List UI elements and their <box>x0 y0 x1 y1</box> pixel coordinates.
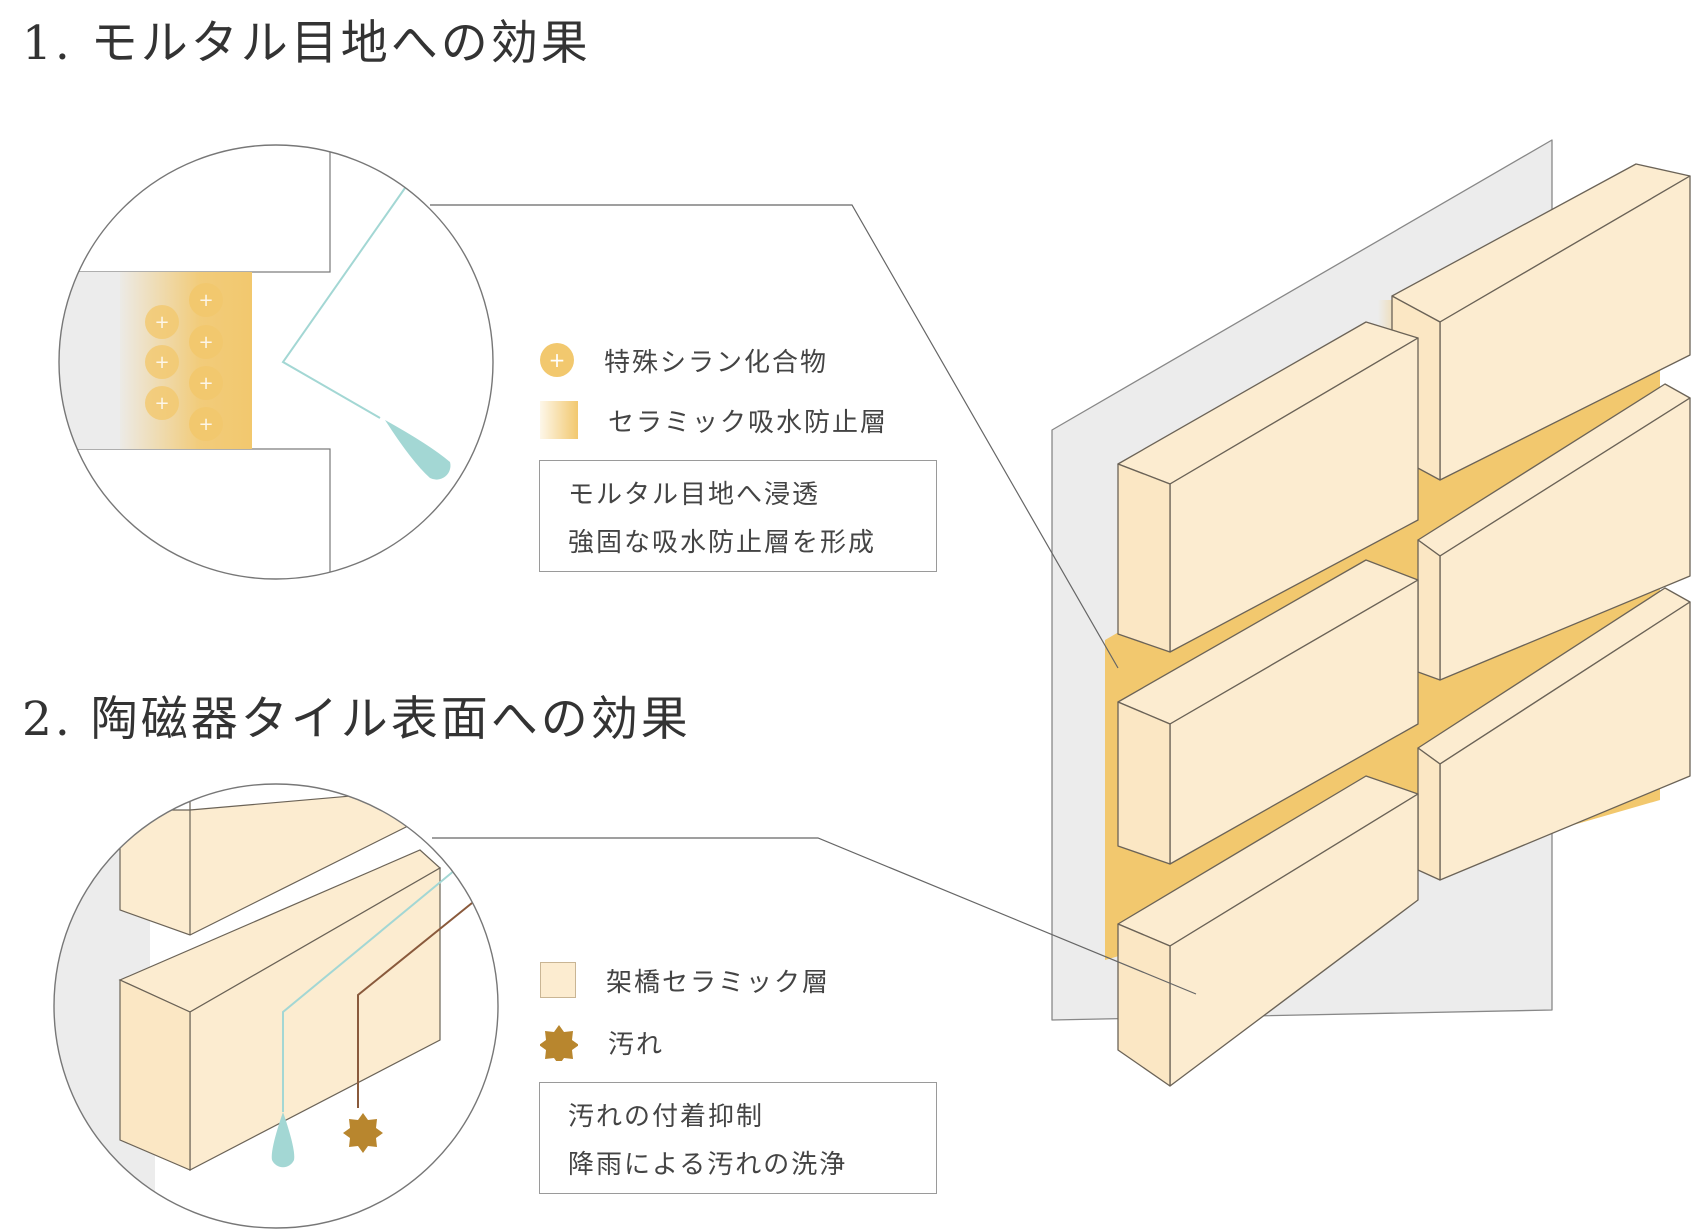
water-path-1 <box>281 187 406 419</box>
svg-text:+: + <box>198 290 213 311</box>
legend-label: 特殊シラン化合物 <box>604 347 829 378</box>
svg-text:+: + <box>154 352 169 373</box>
wall-illustration <box>1051 139 1691 1087</box>
legend-silane: + 特殊シラン化合物 <box>540 340 828 380</box>
connector-line-1 <box>430 204 1119 669</box>
note-box-1: モルタル目地へ浸透 強固な吸水防止層を形成 <box>539 460 937 572</box>
note-box-2: 汚れの付着抑制 降雨による汚れの洗浄 <box>539 1082 937 1194</box>
note-line: 強固な吸水防止層を形成 <box>568 528 877 558</box>
water-drop-icon <box>385 420 451 480</box>
legend-label: 架橋セラミック層 <box>606 967 831 998</box>
detail-circle-tile <box>54 784 498 1228</box>
note-line: 降雨による汚れの洗浄 <box>568 1150 848 1180</box>
silane-compound-icon: + <box>540 343 574 377</box>
tile-mid-right <box>1417 383 1691 681</box>
ceramic-layer-icon <box>540 962 576 998</box>
section-2-title: 2. 陶磁器タイル表面への効果 <box>22 692 691 747</box>
dirt-icon <box>343 1113 383 1153</box>
absorption-layer-icon <box>540 401 578 439</box>
legend-ceramic-layer: 架橋セラミック層 <box>540 960 830 1000</box>
legend-label: 汚れ <box>608 1029 665 1060</box>
note-line: モルタル目地へ浸透 <box>568 480 821 510</box>
dirt-icon <box>540 1023 578 1061</box>
tile-top-left <box>1117 321 1419 653</box>
svg-text:+: + <box>198 414 213 435</box>
svg-text:+: + <box>198 332 213 353</box>
water-drop-icon <box>271 1112 295 1168</box>
tile-low-right <box>1417 587 1691 881</box>
svg-text:+: + <box>198 373 213 394</box>
section-1-title: 1. モルタル目地への効果 <box>22 16 591 71</box>
note-line: 汚れの付着抑制 <box>568 1102 765 1132</box>
connector-line-2 <box>432 837 1197 995</box>
detail-circle-mortar: + + + + + + + <box>59 145 493 579</box>
legend-absorption-layer: セラミック吸水防止層 <box>540 400 888 440</box>
legend-label: セラミック吸水防止層 <box>608 407 889 438</box>
water-path-2 <box>282 869 456 1112</box>
tile-bottom-left <box>1117 775 1419 1087</box>
silane-particles <box>145 283 223 441</box>
legend-dirt: 汚れ <box>540 1022 664 1062</box>
dirt-path <box>357 902 473 1108</box>
tile-mid-left <box>1117 559 1419 865</box>
svg-text:+: + <box>154 312 169 333</box>
svg-text:+: + <box>154 393 169 414</box>
